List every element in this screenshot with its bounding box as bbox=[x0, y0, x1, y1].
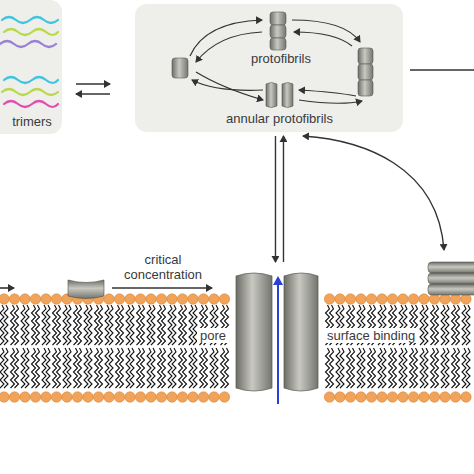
pore-node: pore bbox=[232, 270, 320, 394]
node-label: annular protofibrils bbox=[226, 111, 333, 126]
bound-oligomer bbox=[68, 280, 104, 299]
concentration-arrow bbox=[112, 287, 212, 288]
process-label: critical concentration bbox=[116, 252, 210, 282]
reaction-arrow bbox=[275, 136, 283, 262]
equilibrium-arrows bbox=[76, 84, 110, 94]
peptide-chains bbox=[0, 17, 58, 107]
node-label: protofibrils bbox=[251, 51, 311, 66]
reaction-arrow bbox=[303, 136, 444, 250]
incoming-arrow bbox=[0, 287, 14, 289]
monomer-panel-node: trimers bbox=[0, 0, 68, 132]
annular-node: annular protofibrils bbox=[226, 111, 333, 126]
node-label: pore bbox=[197, 328, 229, 343]
node-label: surface binding bbox=[324, 328, 418, 343]
oligomer-shapes bbox=[172, 12, 373, 108]
lipid-bilayer bbox=[0, 294, 471, 402]
cycle-arrows bbox=[190, 20, 362, 103]
ion-flow-arrow bbox=[277, 278, 279, 404]
protofibril-node: protofibrils bbox=[251, 51, 311, 66]
node-label: trimers bbox=[0, 114, 68, 129]
fibril-arrow bbox=[410, 69, 474, 71]
surface-stack bbox=[428, 262, 474, 295]
monomer-panel bbox=[0, 0, 62, 134]
surface-node: surface binding bbox=[424, 258, 474, 298]
oligomer-panel bbox=[135, 4, 403, 132]
